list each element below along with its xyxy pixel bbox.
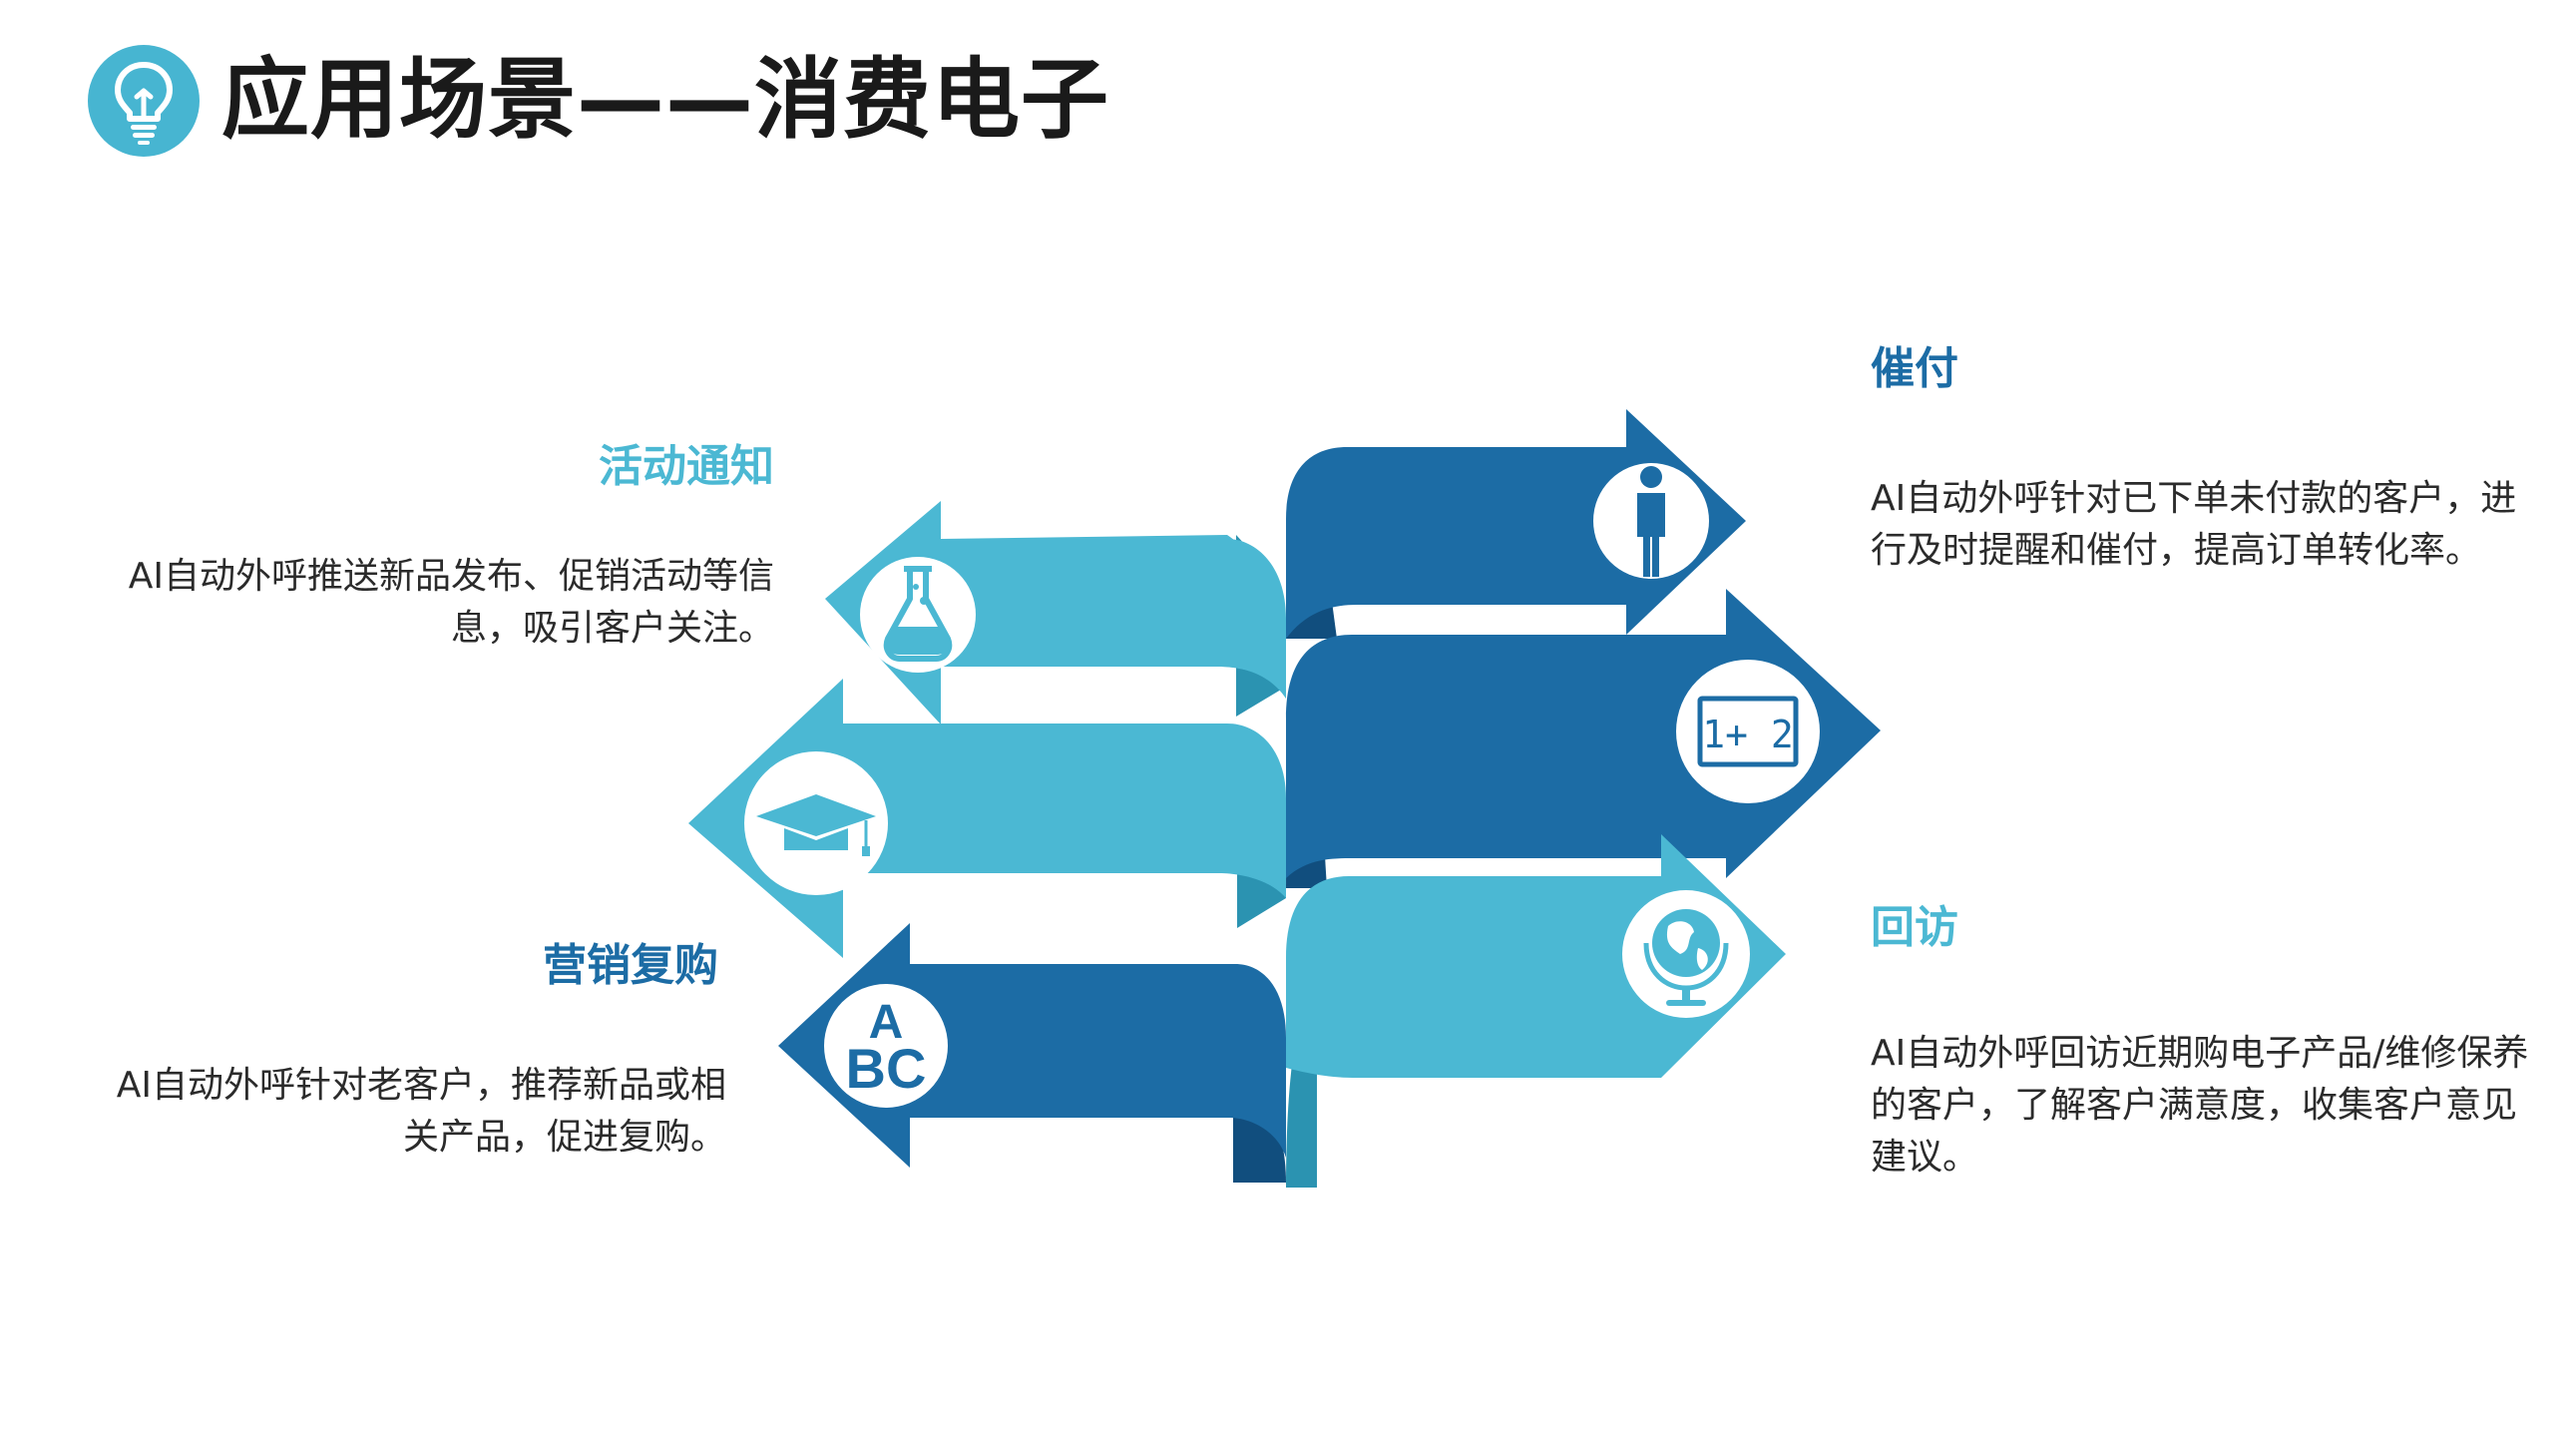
heading-revisit: 回访 bbox=[1871, 902, 1958, 953]
lightbulb-icon bbox=[88, 45, 200, 157]
globe-icon bbox=[1622, 890, 1750, 1018]
heading-payment: 催付 bbox=[1871, 343, 1958, 394]
desc-payment: AI自动外呼针对已下单未付款的客户，进行及时提醒和催付，提高订单转化率。 bbox=[1871, 478, 2517, 571]
arrow-activity bbox=[825, 501, 1286, 724]
graduation-cap-icon bbox=[744, 751, 888, 895]
heading-repurchase: 营销复购 bbox=[543, 940, 718, 991]
heading-activity: 活动通知 bbox=[599, 441, 774, 492]
flask-icon bbox=[860, 557, 976, 673]
svg-text:BC: BC bbox=[846, 1037, 927, 1100]
arrow-repurchase bbox=[778, 923, 1286, 1183]
desc-activity: AI自动外呼推送新品发布、促销活动等信息，吸引客户关注。 bbox=[128, 556, 774, 649]
desc-repurchase: AI自动外呼针对老客户，推荐新品或相关产品，促进复购。 bbox=[116, 1065, 726, 1158]
chalkboard-text: 1+ 2 bbox=[1702, 713, 1794, 756]
desc-revisit: AI自动外呼回访近期购电子产品/维修保养的客户，了解客户满意度，收集客户意见建议… bbox=[1871, 1033, 2529, 1178]
svg-text:A: A bbox=[869, 996, 904, 1049]
page-title: 应用场景——消费电子 bbox=[221, 48, 1110, 151]
arrow-payment bbox=[1286, 409, 1746, 639]
abc-icon: A BC bbox=[824, 984, 948, 1108]
arrow-math bbox=[1286, 589, 1881, 888]
arrow-revisit bbox=[1286, 834, 1786, 1188]
chalkboard-icon: 1+ 2 bbox=[1676, 660, 1820, 803]
person-icon bbox=[1593, 463, 1709, 579]
